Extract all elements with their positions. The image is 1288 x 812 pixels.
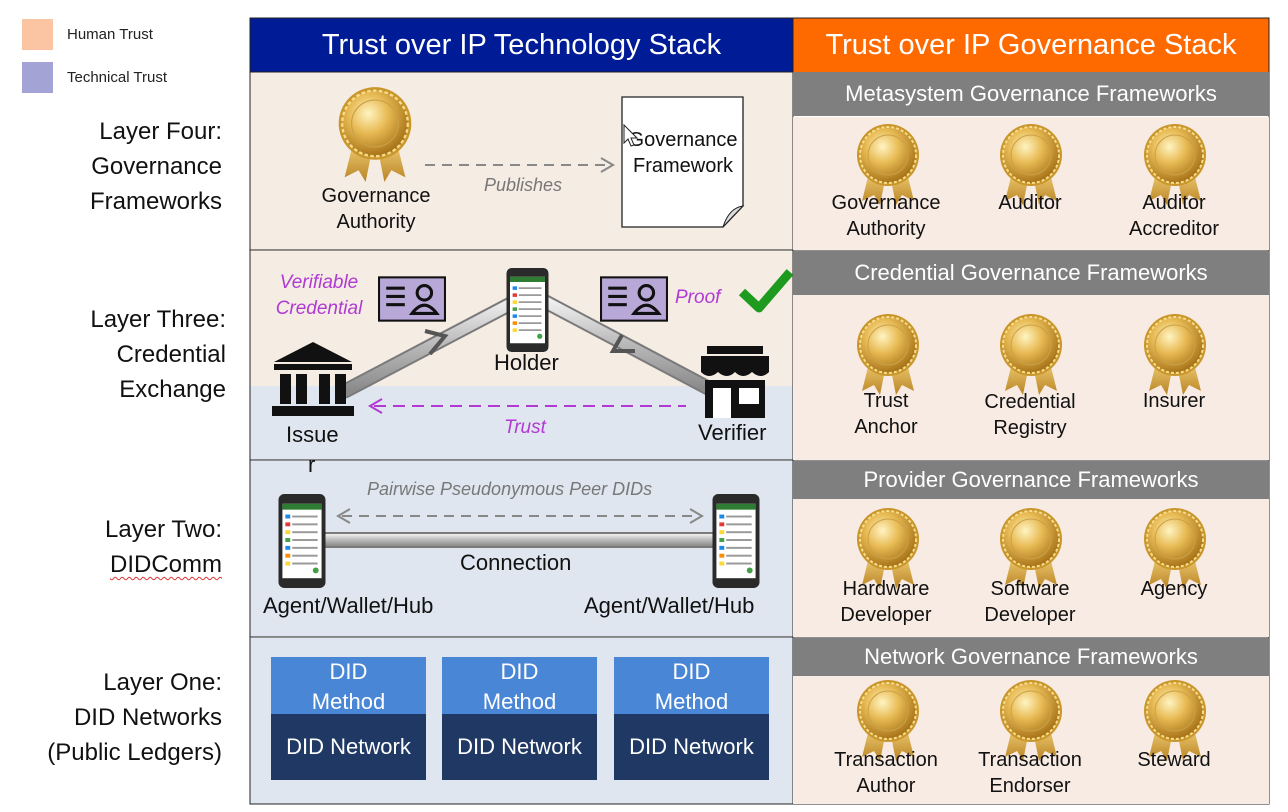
insurer-medal-icon <box>1143 313 1207 395</box>
pairwise-dids-label: Pairwise Pseudonymous Peer DIDs <box>367 479 653 499</box>
publishes-arrow <box>425 157 615 173</box>
legend-swatch-human <box>22 19 53 50</box>
provider-gov-title: Provider Governance Frameworks <box>793 461 1269 499</box>
governance-framework-document-icon <box>621 96 745 228</box>
did-network-3: DID Network <box>614 714 769 780</box>
tech-stack-header: Trust over IP Technology Stack <box>250 18 793 72</box>
issuer-label: Issue r <box>286 422 339 477</box>
exchange-tubes <box>337 291 718 399</box>
publishes-label: Publishes <box>484 175 563 195</box>
insurer-role: Insurer <box>1142 390 1206 412</box>
mouse-cursor-icon <box>623 123 639 147</box>
network-gov-title: Network Governance Frameworks <box>793 638 1269 676</box>
agent-left-label: Agent/Wallet/Hub <box>263 593 434 618</box>
did-network-2: DID Network <box>442 714 597 780</box>
agent-right-label: Agent/Wallet/Hub <box>584 593 755 618</box>
issuer-bank-icon <box>272 342 354 416</box>
governance-authority-medal-icon <box>337 86 413 182</box>
auditor-role: Auditor <box>998 192 1062 214</box>
verifier-shop-icon <box>701 346 769 418</box>
legend-swatch-technical <box>22 62 53 93</box>
gov-stack-header: Trust over IP Governance Stack <box>793 18 1269 72</box>
verifiable-credential-card-icon <box>378 276 446 322</box>
trust-arrow <box>368 398 686 414</box>
verifier-label: Verifier <box>698 420 767 445</box>
legend-label-technical: Technical Trust <box>67 69 168 86</box>
trust-label: Trust <box>504 417 546 438</box>
credential-registry-medal-icon <box>999 313 1063 395</box>
layer-one-label: Layer One:DID Networks(Public Ledgers) <box>47 669 222 766</box>
pairwise-arrow <box>336 508 704 524</box>
steward-role: Steward <box>1137 749 1211 771</box>
layer2-tech-band <box>250 461 793 637</box>
agent-left-phone-icon <box>278 494 326 588</box>
proof-label: Proof <box>675 287 721 308</box>
layer-two-label: Layer Two: DIDComm <box>105 516 222 578</box>
checkmark-icon <box>738 269 794 313</box>
agent-right-phone-icon <box>712 494 760 588</box>
connection-label: Connection <box>460 550 572 575</box>
proof-card-icon <box>600 276 668 322</box>
holder-label: Holder <box>494 350 559 375</box>
connection-tube <box>320 532 720 548</box>
trust-anchor-medal-icon <box>856 313 920 395</box>
holder-phone-icon <box>506 268 549 352</box>
agency-role: Agency <box>1140 578 1208 600</box>
legend-label-human: Human Trust <box>67 26 153 43</box>
credential-gov-title: Credential Governance Frameworks <box>793 251 1269 295</box>
metasystem-gov-title: Metasystem Governance Frameworks <box>793 72 1269 116</box>
did-network-1: DID Network <box>271 714 426 780</box>
